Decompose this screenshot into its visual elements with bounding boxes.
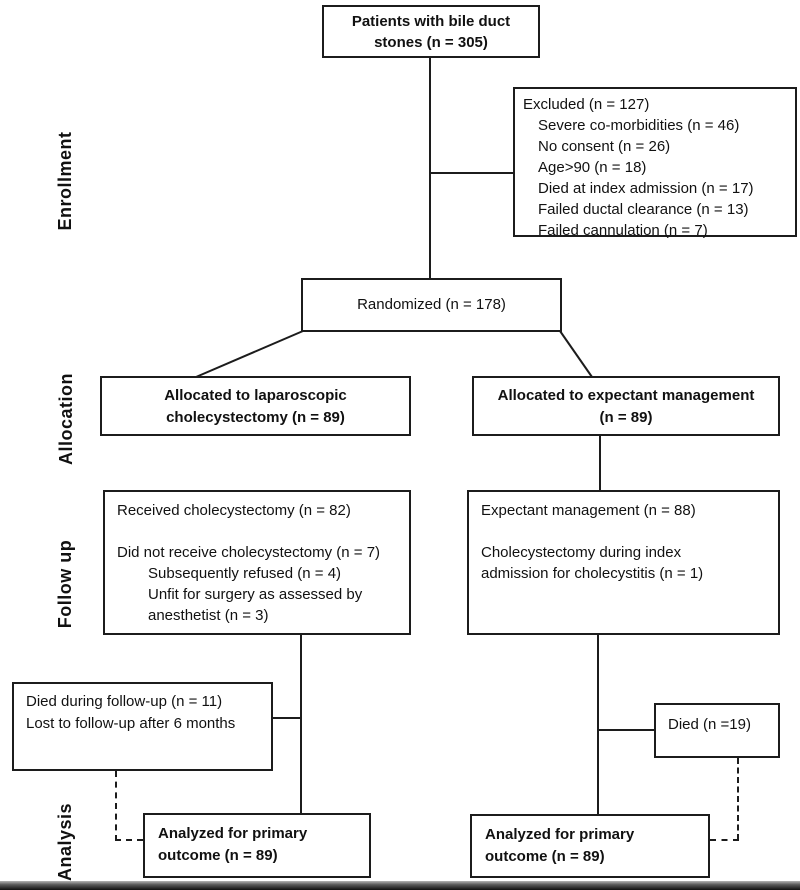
died-expectant-box: Died (n =19) <box>654 703 780 758</box>
followup-surgery-line1: Received cholecystectomy (n = 82) <box>117 502 351 519</box>
died-expectant-line1: Died (n =19) <box>668 716 751 733</box>
analyzed-expectant-box: Analyzed for primary outcome (n = 89) <box>470 814 710 878</box>
connector-randomized-to-surgery <box>195 330 304 378</box>
excluded-item: Failed cannulation (n = 7) <box>538 222 708 239</box>
patients-line1: Patients with bile duct <box>351 13 511 30</box>
died-followup-line2: Lost to follow-up after 6 months <box>26 715 236 732</box>
dashed-connector-left-vertical <box>115 771 117 841</box>
followup-expectant-line2: Cholecystectomy during index <box>481 544 682 561</box>
stage-label-followup: Follow up <box>55 539 75 629</box>
analyzed-expectant-line2: outcome (n = 89) <box>485 848 605 865</box>
followup-expectant-box: Expectant management (n = 88) Cholecyste… <box>467 490 780 635</box>
analyzed-surgery-line1: Analyzed for primary <box>158 825 308 842</box>
analyzed-surgery-box: Analyzed for primary outcome (n = 89) <box>143 813 371 878</box>
followup-surgery-sub1: Subsequently refused (n = 4) <box>148 565 342 582</box>
spacer <box>117 521 397 542</box>
scan-edge-artifact <box>0 881 800 890</box>
randomized-box: Randomized (n = 178) <box>301 278 562 332</box>
connector-expectant-to-followup <box>599 436 601 490</box>
stage-label-enrollment: Enrollment <box>55 131 75 231</box>
died-followup-line1: Died during follow-up (n = 11) <box>26 693 223 710</box>
dashed-connector-left-horizontal <box>115 839 143 841</box>
allocated-expectant-line1: Allocated to expectant management <box>497 387 755 404</box>
allocated-surgery-line1: Allocated to laparoscopic <box>164 387 347 404</box>
connector-to-excluded <box>430 172 514 174</box>
followup-surgery-sub2: Unfit for surgery as assessed by <box>148 586 363 603</box>
excluded-item: Age>90 (n = 18) <box>538 159 647 176</box>
patients-box: Patients with bile duct stones (n = 305) <box>322 5 540 58</box>
excluded-item: No consent (n = 26) <box>538 138 671 155</box>
followup-surgery-line2: Did not receive cholecystectomy (n = 7) <box>117 544 381 561</box>
spacer <box>481 521 766 542</box>
patients-line2: stones (n = 305) <box>374 34 488 51</box>
dashed-connector-right-horizontal <box>710 839 739 841</box>
excluded-item: Severe co-morbidities (n = 46) <box>538 117 740 134</box>
connector-randomized-to-expectant <box>559 330 593 378</box>
connector-expectant-followup-to-analysis <box>597 634 599 814</box>
excluded-item: Failed ductal clearance (n = 13) <box>538 201 749 218</box>
stage-label-analysis: Analysis <box>55 802 75 882</box>
allocated-expectant-line2: (n = 89) <box>599 409 653 426</box>
connector-to-died-expectant <box>598 729 654 731</box>
excluded-box: Excluded (n = 127) Severe co-morbidities… <box>513 87 797 239</box>
followup-surgery-box: Received cholecystectomy (n = 82) Did no… <box>103 490 411 635</box>
analyzed-surgery-line2: outcome (n = 89) <box>158 847 278 864</box>
connector-to-died-followup <box>272 717 300 719</box>
dashed-connector-right-vertical <box>737 758 739 840</box>
allocated-surgery-line2: cholecystectomy (n = 89) <box>166 409 345 426</box>
analyzed-expectant-line1: Analyzed for primary <box>485 826 635 843</box>
excluded-title: Excluded (n = 127) <box>523 96 650 113</box>
connector-surgery-followup-to-analysis <box>300 634 302 813</box>
allocated-surgery-box: Allocated to laparoscopic cholecystectom… <box>100 376 411 436</box>
followup-expectant-line3: admission for cholecystitis (n = 1) <box>481 565 704 582</box>
connector-patients-to-randomized <box>429 58 431 278</box>
followup-expectant-line1: Expectant management (n = 88) <box>481 502 696 519</box>
randomized-line1: Randomized (n = 178) <box>357 296 506 313</box>
excluded-item: Died at index admission (n = 17) <box>538 180 754 197</box>
followup-surgery-sub3: anesthetist (n = 3) <box>148 607 269 624</box>
allocated-expectant-box: Allocated to expectant management (n = 8… <box>472 376 780 436</box>
stage-label-allocation: Allocation <box>56 373 76 466</box>
died-followup-box: Died during follow-up (n = 11) Lost to f… <box>12 682 273 771</box>
